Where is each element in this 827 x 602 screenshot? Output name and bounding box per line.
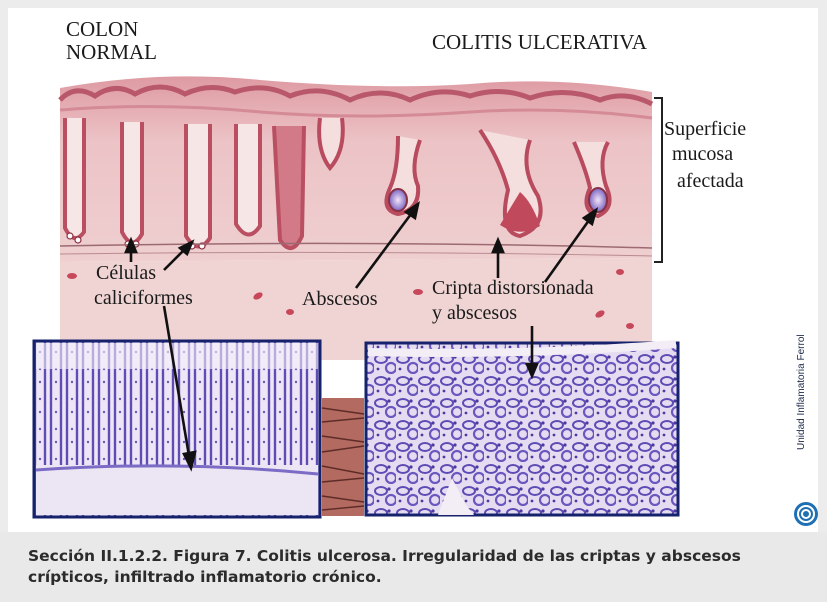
title-ulcerative-colitis: COLITIS ULCERATIVA xyxy=(432,30,647,55)
mucosa-tissue xyxy=(60,76,652,262)
surface-bracket xyxy=(654,98,662,262)
label-abscesses: Abscesos xyxy=(302,288,378,311)
label-goblet-line1: Células xyxy=(96,262,156,285)
label-surface-line1: Superficie xyxy=(664,118,746,141)
title-normal-colon: COLON NORMAL xyxy=(66,18,186,64)
label-goblet-line2: caliciformes xyxy=(94,287,193,310)
label-surface-line3: afectada xyxy=(677,170,744,193)
figure-caption: Sección II.1.2.2. Figura 7. Colitis ulce… xyxy=(28,546,788,588)
unit-logo-icon xyxy=(794,502,818,526)
label-crypt-line2: y abscesos xyxy=(432,302,517,325)
label-surface-line2: mucosa xyxy=(672,143,733,166)
label-crypt-line1: Cripta distorsionada xyxy=(432,277,594,300)
histology-ulcerative xyxy=(366,343,678,515)
credit-vertical: Unidad Inflamatoria Ferrol xyxy=(796,334,807,450)
crypt-abscess-2 xyxy=(589,188,607,212)
crypt-abscess-1 xyxy=(389,189,407,211)
